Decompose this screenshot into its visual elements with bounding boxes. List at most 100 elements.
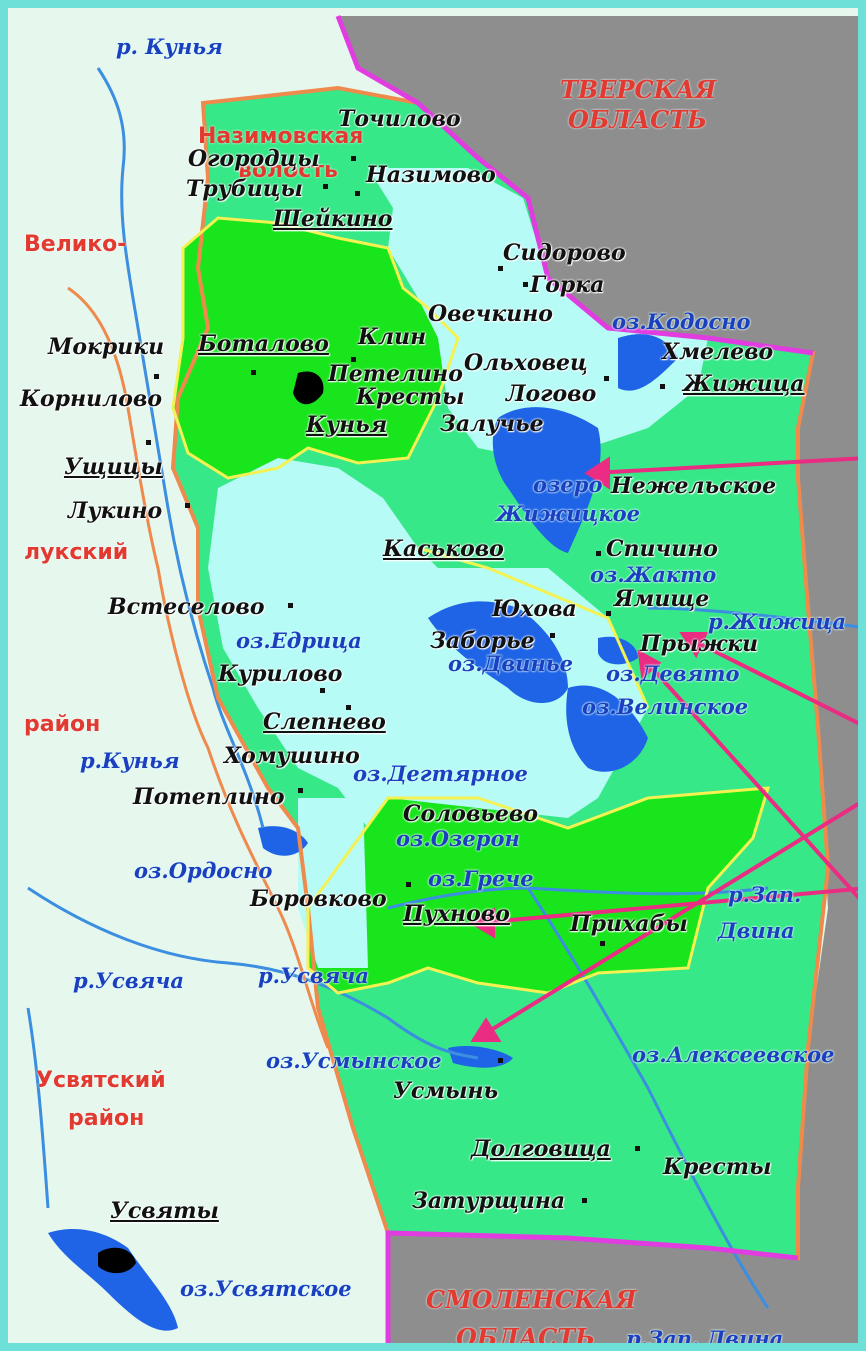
settlement-olkhovets: Ольховец	[464, 350, 588, 376]
arrowhead-pryzhki	[679, 632, 709, 659]
tver-oblast-area	[338, 16, 858, 1343]
lake-devyato-label: оз.Девято	[606, 661, 740, 686]
settlement-ushchitsy: Ущицы	[64, 454, 163, 480]
region-smolensk-line1: СМОЛЕНСКАЯ	[426, 1285, 637, 1314]
lake-usvyaty-town	[98, 1247, 136, 1274]
lake-degtyarnoe-label: оз.Дегтярное	[353, 761, 528, 786]
dot-ushchitsy	[146, 440, 151, 445]
river-usvyacha-label-2: р.Усвяча	[258, 963, 369, 988]
river-zap-dvina-label-2: Двина	[718, 918, 795, 943]
settlement-borovkovo: Боровково	[250, 886, 387, 912]
nazimovo-volost-line1: Назимовская	[198, 124, 364, 149]
lake-dvinye-label: оз.Двинье	[448, 651, 573, 676]
settlement-petelino: Петелино	[328, 361, 463, 387]
district-border-west	[67, 286, 330, 1049]
lake-zhizhitskoe	[492, 407, 601, 553]
region-velikoluksky-3: район	[24, 712, 101, 737]
annotation-arrows	[469, 456, 858, 1042]
settlement-ogorodtsy: Огородцы	[188, 146, 320, 172]
dot-nazimovo-2	[355, 191, 360, 196]
arrow-to-usmynskoe	[476, 801, 858, 1040]
river-usvyacha	[27, 886, 479, 1060]
river-usvyacha-south	[26, 1007, 50, 1209]
river-zhizhitsa	[647, 606, 858, 629]
settlement-vsteselovo: Встеселово	[108, 594, 265, 620]
lake-edritsa-label: оз.Едрица	[236, 628, 362, 653]
settlement-pukhnovo: Пухново	[403, 901, 510, 927]
dot-nazimovo	[351, 156, 356, 161]
region-velikoluksky-1: Велико-	[24, 232, 127, 257]
dot-prikhaby	[600, 941, 605, 946]
settlement-dolgovitsa: Долговица	[471, 1136, 611, 1162]
settlement-pryzhki: Прыжки	[640, 631, 759, 657]
settlement-zaborye: Заборье	[430, 628, 535, 654]
lake-zhakto-label: оз.Жакто	[590, 562, 717, 587]
settlement-nazimovo: Назимово	[366, 162, 496, 188]
river-zap-dvina-label-1: р.Зап.	[728, 882, 802, 907]
lake-usvyatskoe-label: оз.Усвятское	[180, 1276, 352, 1301]
settlement-sheikino: Шейкино	[273, 206, 393, 232]
lake-kunya	[293, 371, 324, 405]
region-tver-line2: ОБЛАСТЬ	[568, 105, 707, 134]
dot-dolgovitsa	[635, 1146, 640, 1151]
settlement-prikhaby: Прихабы	[570, 911, 688, 937]
settlement-klin: Клин	[358, 324, 427, 350]
map-canvas	[8, 8, 858, 1343]
settlement-kaskovo: Каськово	[383, 536, 504, 562]
settlement-kornilovo: Корнилово	[20, 386, 163, 412]
arrow-to-pukhnovo	[477, 886, 858, 925]
region-usvyatsky-1: Усвятский	[36, 1068, 166, 1093]
region-velikoluksky-2: лукский	[24, 540, 129, 565]
settlement-slepnevo: Слепнево	[263, 709, 386, 735]
arrow-to-pryzhki	[687, 636, 858, 726]
kunya-volost-area	[173, 218, 458, 478]
lake-usmynskoe-label: оз.Усмынское	[266, 1048, 442, 1073]
dot-gorka	[523, 282, 528, 287]
dot-vsteselovo	[288, 603, 293, 608]
dot-botalovo	[251, 370, 256, 375]
settlement-mokriki: Мокрики	[48, 334, 165, 360]
dot-trubitsy	[323, 184, 328, 189]
region-tver-line1: ТВЕРСКАЯ	[560, 75, 717, 104]
dot-slepnevo	[346, 705, 351, 710]
lake-usmynskoe	[448, 1046, 513, 1068]
region-usvyatsky-2: район	[68, 1106, 145, 1131]
river-zap-dvina	[387, 886, 770, 1309]
smolensk-oblast-area	[388, 1233, 798, 1343]
settlement-solovyevo: Соловьево	[403, 801, 539, 827]
dot-lukino	[185, 503, 190, 508]
settlement-yamishche: Ямище	[614, 586, 710, 612]
settlement-spichino: Спичино	[606, 536, 718, 562]
lake-alekseevskoe-label: оз.Алексеевское	[632, 1042, 835, 1067]
dot-poteplino	[298, 788, 303, 793]
settlement-khomushino: Хомушино	[224, 743, 360, 769]
central-area	[208, 458, 648, 828]
settlement-sidorovo: Сидорово	[503, 240, 626, 266]
river-zhizhitsa-label: р.Жижица	[708, 609, 846, 634]
lake-velinskoe-label: оз.Велинское	[582, 694, 749, 719]
settlement-usmyn: Усмынь	[393, 1078, 499, 1104]
settlement-tochilovo: Точилово	[338, 106, 461, 132]
settlement-botalovo: Боталово	[198, 331, 329, 357]
arrow-to-devyato	[641, 656, 858, 900]
lake-devyato	[598, 636, 638, 665]
dot-kurilovo	[320, 688, 325, 693]
west-blue-area	[298, 798, 368, 968]
south-volost-area	[308, 788, 768, 993]
arrowhead-zhizhitskoe	[584, 456, 610, 490]
settlement-gorka: Горка	[530, 272, 605, 298]
dot-zaturshchina	[582, 1198, 587, 1203]
volost-borders	[171, 216, 771, 995]
settlement-usvyaty: Усвяты	[110, 1198, 219, 1224]
lake-greche-label: оз.Грече	[428, 866, 534, 891]
arrowhead-usmynskoe	[470, 1017, 502, 1042]
dot-borovkovo	[406, 882, 411, 887]
region-smolensk-line2: ОБЛАСТЬ	[456, 1323, 595, 1351]
settlement-logovo: Логово	[506, 381, 597, 407]
settlement-kurilovo: Курилово	[218, 661, 343, 687]
river-usvyacha-label-1: р.Усвяча	[73, 968, 184, 993]
settlement-kunya: Кунья	[306, 412, 388, 438]
lake-zhizhitskoe-label-2: Жижицкое	[496, 501, 640, 526]
nazimovo-volost-line2: волость	[238, 158, 338, 183]
